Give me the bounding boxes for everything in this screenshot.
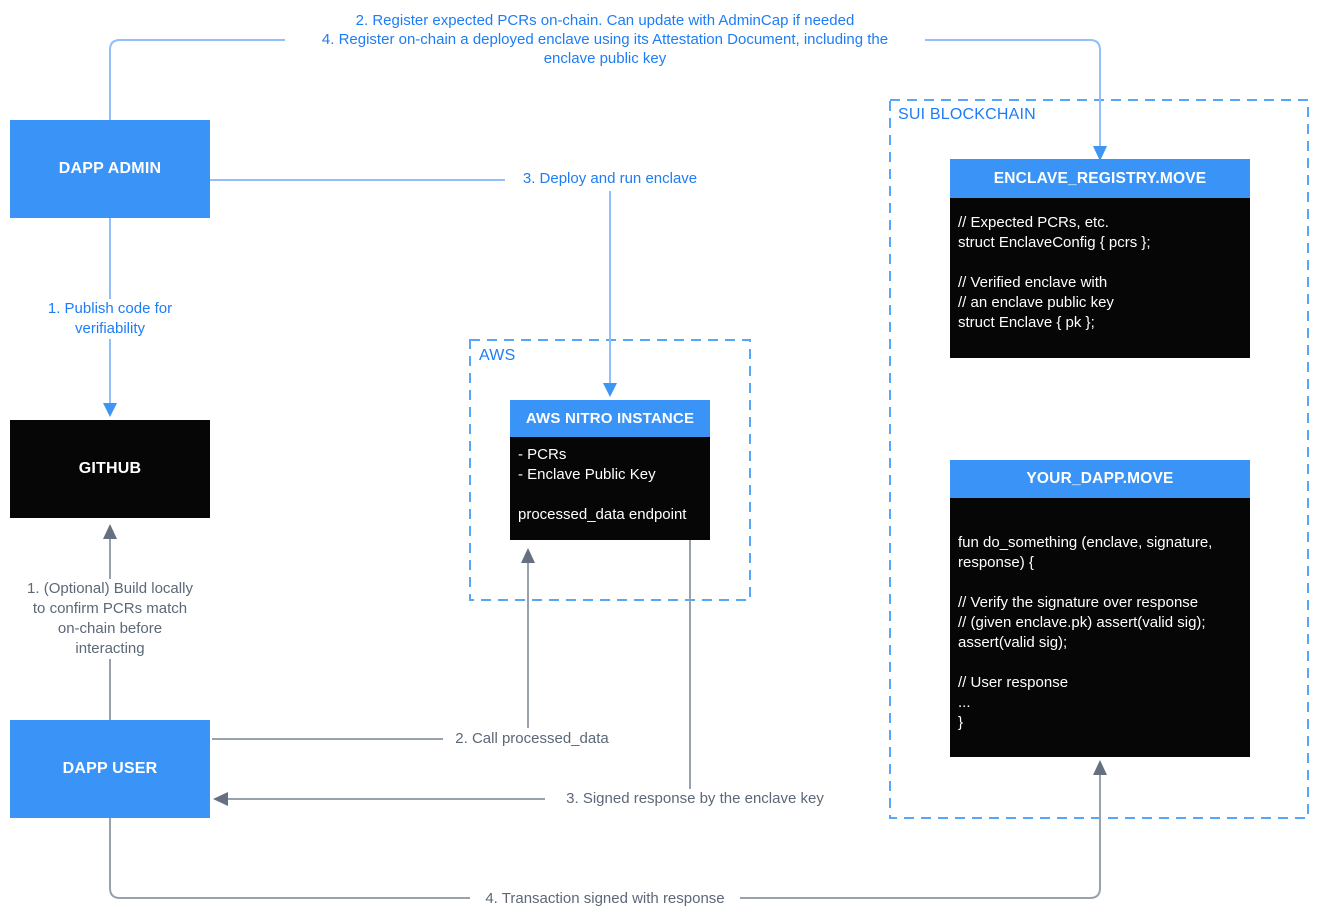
node-enclave-registry: ENCLAVE_REGISTRY.MOVE // Expected PCRs, … (950, 159, 1250, 358)
arrowhead-up-dapp-move (1093, 760, 1107, 775)
node-github: GITHUB (10, 420, 210, 518)
sui-region-label: SUI BLOCKCHAIN (898, 106, 1036, 123)
label-transaction-signed: 4. Transaction signed with response (470, 889, 740, 909)
node-dapp-user-title: DAPP USER (62, 760, 158, 777)
code-line: // Verify the signature over response (958, 594, 1199, 611)
label-optional-build: 1. (Optional) Build locally to confirm P… (22, 579, 198, 659)
code-line (958, 653, 1246, 673)
label-signed-response: 3. Signed response by the enclave key (545, 789, 845, 809)
code-line: struct EnclaveConfig { pcrs }; (958, 234, 1151, 251)
code-line: assert(valid sig); (958, 634, 1068, 651)
code-line: } (958, 714, 964, 731)
node-your-dapp-header: YOUR_DAPP.MOVE (950, 460, 1250, 498)
label-register-line3: enclave public key (543, 50, 667, 67)
code-line: struct Enclave { pk }; (958, 314, 1095, 331)
code-line: - PCRs (518, 446, 567, 463)
code-line (958, 253, 1246, 273)
node-aws-nitro-header: AWS NITRO INSTANCE (510, 400, 710, 437)
arrowhead-down-github (103, 403, 117, 417)
arrowhead-left-user (213, 792, 228, 806)
aws-region-label: AWS (479, 347, 516, 364)
code-line: - Enclave Public Key (518, 466, 656, 483)
code-line: // Expected PCRs, etc. (958, 214, 1109, 231)
label-register-line1: 2. Register expected PCRs on-chain. Can … (355, 12, 855, 29)
label-register-line2: 4. Register on-chain a deployed enclave … (321, 31, 889, 48)
node-aws-nitro-instance: AWS NITRO INSTANCE - PCRs - Enclave Publi… (510, 400, 710, 540)
label-call-processed-data: 2. Call processed_data (443, 729, 621, 749)
code-line (518, 485, 706, 505)
code-line: ... (958, 694, 971, 711)
arrowhead-up-nitro (521, 548, 535, 563)
code-line: // User response (958, 674, 1069, 691)
node-enclave-registry-body: // Expected PCRs, etc. struct EnclaveConf… (950, 198, 1250, 358)
node-dapp-admin: DAPP ADMIN (10, 120, 210, 218)
node-your-dapp-body: fun do_something (enclave, signature, re… (950, 498, 1250, 757)
code-line: processed_data endpoint (518, 506, 687, 523)
node-your-dapp: YOUR_DAPP.MOVE fun do_something (enclave… (950, 460, 1250, 757)
arrowhead-down-nitro (603, 383, 617, 397)
code-line: // an enclave public key (958, 294, 1114, 311)
label-register-onchain: 2. Register expected PCRs on-chain. Can … (285, 11, 925, 68)
code-line (958, 573, 1246, 593)
code-line: fun do_something (enclave, signature, re… (958, 534, 1217, 571)
node-enclave-registry-header: ENCLAVE_REGISTRY.MOVE (950, 159, 1250, 198)
node-aws-nitro-body: - PCRs - Enclave Public Key processed_dat… (510, 437, 710, 540)
arrowhead-up-github (103, 524, 117, 539)
node-github-title: GITHUB (78, 460, 142, 477)
code-line: // (given enclave.pk) assert(valid sig); (958, 614, 1206, 631)
label-publish-code: 1. Publish code for verifiability (22, 299, 198, 339)
code-line: // Verified enclave with (958, 274, 1108, 291)
label-deploy-enclave: 3. Deploy and run enclave (505, 169, 715, 189)
node-dapp-admin-title: DAPP ADMIN (58, 160, 162, 177)
node-dapp-user: DAPP USER (10, 720, 210, 818)
